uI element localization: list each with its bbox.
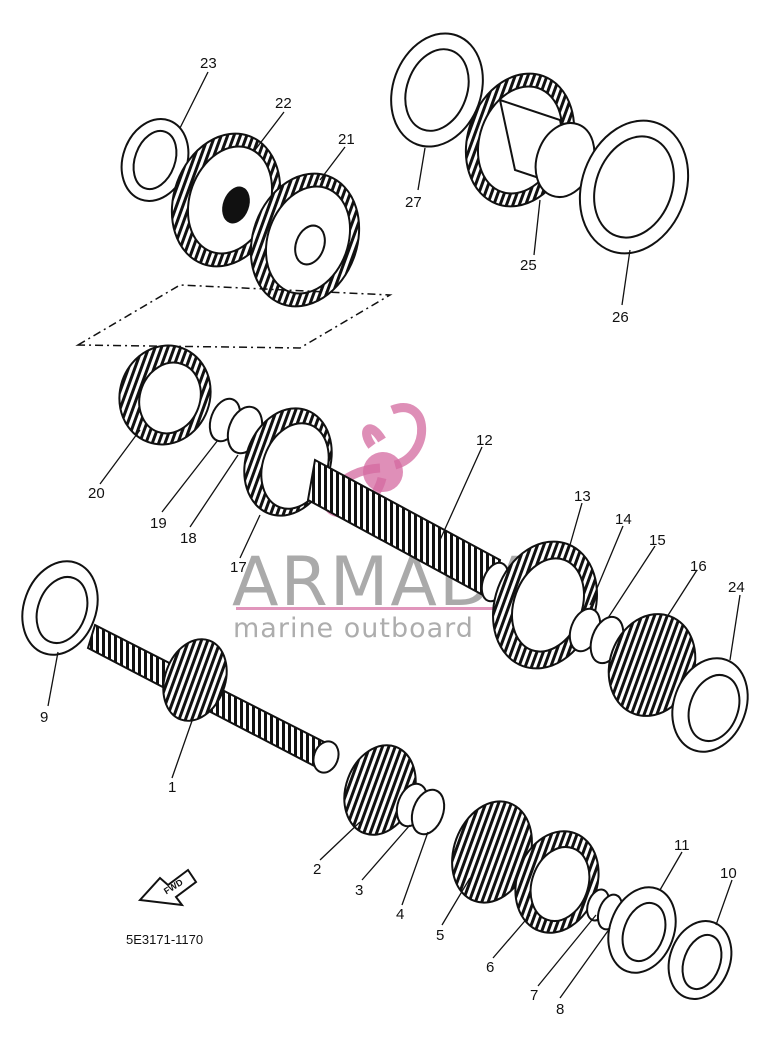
callout-21: 21 — [338, 131, 355, 148]
callout-15: 15 — [649, 532, 666, 549]
gear-group-top-left — [120, 118, 361, 308]
callout-26: 26 — [612, 309, 629, 326]
callout-3: 3 — [355, 882, 363, 899]
callout-22: 22 — [275, 95, 292, 112]
callout-4: 4 — [396, 906, 404, 923]
callout-5: 5 — [436, 927, 444, 944]
diagram-code: 5E3171-1170 — [126, 932, 203, 947]
callout-16: 16 — [690, 558, 707, 575]
callout-2: 2 — [313, 861, 321, 878]
watermark-divider — [236, 607, 501, 610]
callout-numbers: 23 22 21 27 25 26 20 19 18 17 12 13 14 1… — [40, 55, 745, 1018]
watermark-tagline: marine outboard — [233, 613, 474, 644]
callout-6: 6 — [486, 959, 494, 976]
watermark-logo: ARMADA marine outboard — [232, 403, 539, 644]
callout-19: 19 — [150, 515, 167, 532]
callout-14: 14 — [615, 511, 632, 528]
callout-11: 11 — [674, 837, 690, 854]
gear-assembly-top-right — [390, 32, 690, 255]
callout-17: 17 — [230, 559, 247, 576]
propeller-hub-icon — [363, 452, 403, 492]
main-shaft-group — [21, 560, 733, 1000]
callout-25: 25 — [520, 257, 537, 274]
fwd-arrow-icon: FWD — [137, 868, 198, 907]
callout-9: 9 — [40, 709, 48, 726]
callout-8: 8 — [556, 1001, 564, 1018]
callout-1: 1 — [168, 779, 176, 796]
exploded-view-bracket — [75, 284, 393, 349]
callout-7: 7 — [530, 987, 538, 1004]
callout-12: 12 — [476, 432, 493, 449]
callout-27: 27 — [405, 194, 422, 211]
callout-13: 13 — [574, 488, 591, 505]
output-shaft-group — [118, 344, 749, 753]
callout-10: 10 — [720, 865, 737, 882]
callout-23: 23 — [200, 55, 217, 72]
callout-24: 24 — [728, 579, 745, 596]
leader-lines — [47, 71, 741, 999]
callout-20: 20 — [88, 485, 105, 502]
callout-18: 18 — [180, 530, 197, 547]
